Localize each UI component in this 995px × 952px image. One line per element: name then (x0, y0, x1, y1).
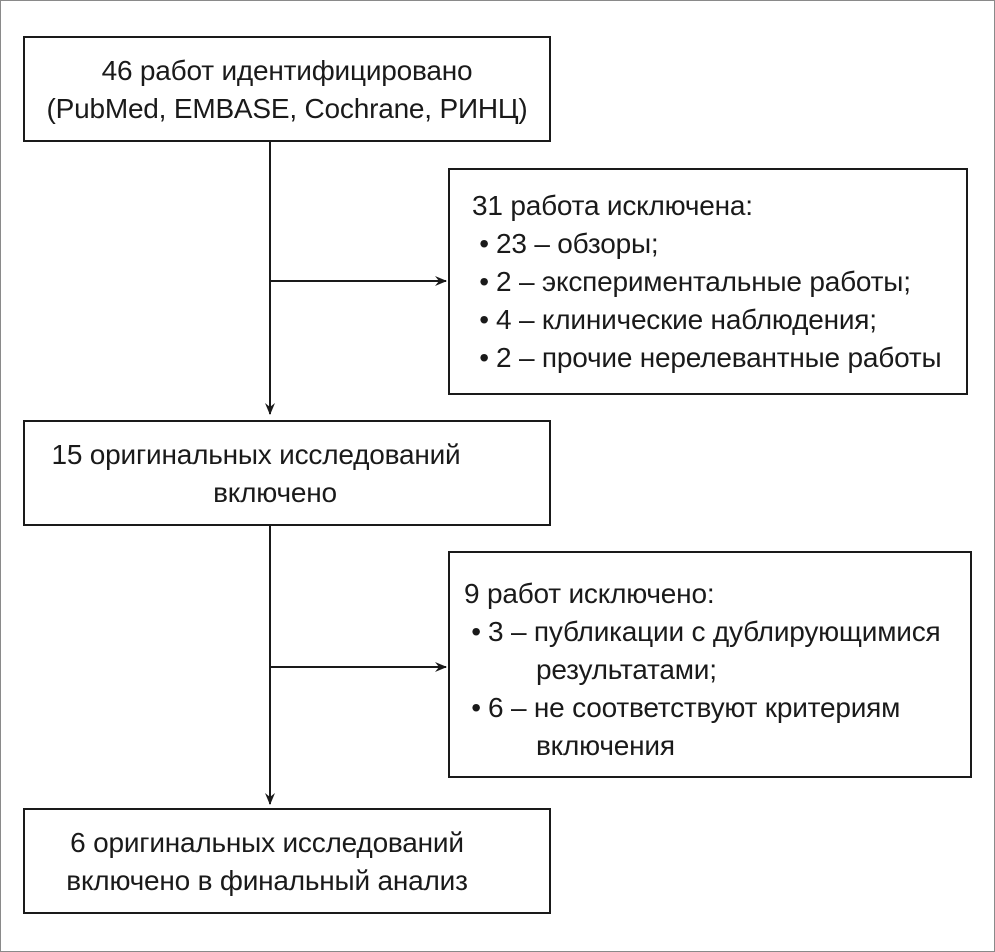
final-box: 6 оригинальных исследований включено в ф… (23, 808, 551, 914)
excluded-second-item: • 3 – публикации с дублирующимися (464, 613, 970, 651)
included-line-1: 15 оригинальных исследований (51, 439, 461, 470)
excluded-second-item: • 6 – не соответствуют критериям (464, 689, 970, 727)
excluded-second-heading: 9 работ исключено: (464, 578, 715, 609)
excluded-first-heading: 31 работа исключена: (472, 190, 753, 221)
excluded-first-item-text: 4 – клинические наблюдения; (496, 304, 877, 335)
excluded-first-item-text: 2 – прочие нерелевантные работы (496, 342, 942, 373)
excluded-first-item: • 2 – прочие нерелевантные работы (472, 339, 966, 377)
final-line-1: 6 оригинальных исследований (70, 827, 464, 858)
bullet-icon: • (471, 692, 481, 723)
identified-line-2: (PubMed, EMBASE, Cochrane, РИНЦ) (46, 93, 528, 124)
excluded-first-item: • 23 – обзоры; (472, 225, 966, 263)
included-line-2: включено (213, 477, 337, 508)
bullet-icon: • (479, 342, 489, 373)
excluded-second-item-continuation: включения (536, 730, 675, 761)
excluded-second-item-continuation: результатами; (536, 654, 717, 685)
excluded-first-item-text: 23 – обзоры; (496, 228, 659, 259)
bullet-icon: • (479, 304, 489, 335)
final-line-2: включено в финальный анализ (66, 865, 468, 896)
bullet-icon: • (471, 616, 481, 647)
excluded-first-item: • 4 – клинические наблюдения; (472, 301, 966, 339)
excluded-first-item-text: 2 – экспериментальные работы; (496, 266, 911, 297)
excluded-first-item: • 2 – экспериментальные работы; (472, 263, 966, 301)
bullet-icon: • (479, 266, 489, 297)
identified-box: 46 работ идентифицировано (PubMed, EMBAS… (23, 36, 551, 142)
identified-line-1: 46 работ идентифицировано (101, 55, 473, 86)
excluded-second-box: 9 работ исключено: • 3 – публикации с ду… (448, 551, 972, 778)
excluded-first-box: 31 работа исключена: • 23 – обзоры; • 2 … (448, 168, 968, 395)
included-box: 15 оригинальных исследований включено (23, 420, 551, 526)
excluded-second-item-text: 6 – не соответствуют критериям (488, 692, 901, 723)
excluded-second-item-text: 3 – публикации с дублирующимися (488, 616, 941, 647)
bullet-icon: • (479, 228, 489, 259)
